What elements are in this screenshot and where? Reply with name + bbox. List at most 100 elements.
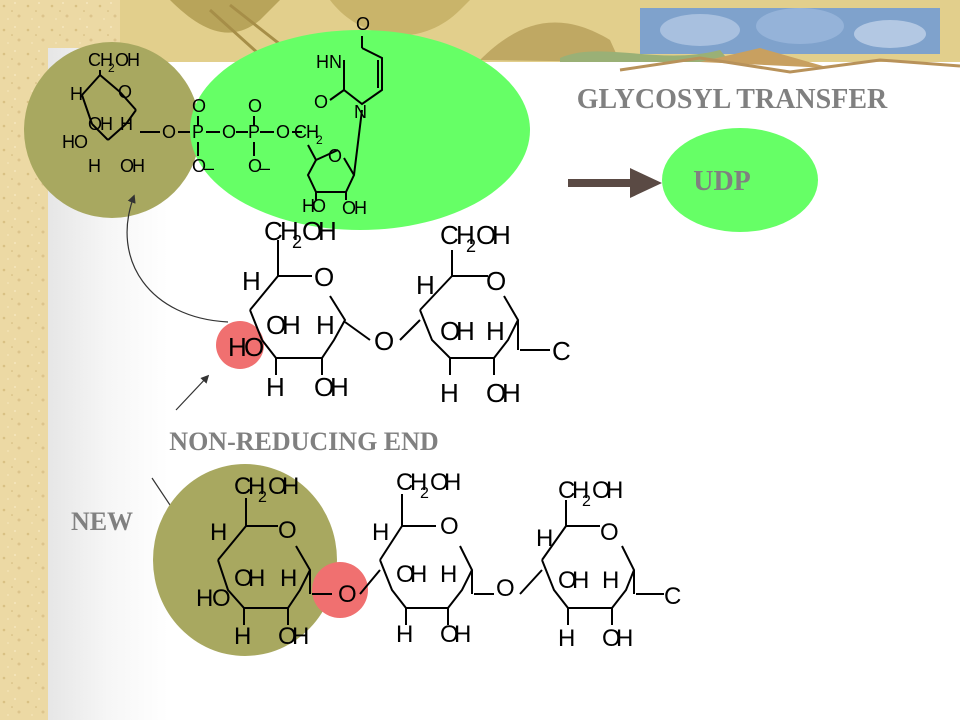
p1-oxo: O	[192, 96, 206, 116]
unit2-h-top: H	[416, 270, 435, 300]
nonreducing-hydroxyl-highlight	[216, 321, 264, 369]
chain-after-labels: C H 2 O H H O O H H H O O H O H C H 2 O …	[196, 469, 681, 652]
unitB-ch2oh-c: C	[396, 469, 413, 496]
unit1-h-right: H	[316, 310, 335, 340]
unitC-oh-h: H	[572, 567, 589, 594]
unitA-ch2oh-c: C	[234, 473, 251, 500]
unit1-ch2oh-c: C	[264, 216, 283, 246]
unit1-ch2oh-h: H	[280, 216, 299, 246]
unit1-oh-bottom-o: O	[314, 372, 334, 402]
h-right: H	[120, 114, 133, 134]
unit1-oh-bottom-h: H	[330, 372, 349, 402]
unitA-ch2oh-o: O	[268, 473, 287, 500]
new-glycosidic-o-highlight	[312, 562, 368, 618]
ribose-o: O	[328, 146, 342, 166]
unitA-oh-bottom-h: H	[292, 623, 309, 650]
unit2-ch2oh-h2: H	[492, 220, 511, 250]
udp-product-blob	[662, 128, 818, 232]
nonreducing-ho-o: O	[244, 332, 264, 362]
unitB-h-right: H	[440, 561, 457, 588]
unitC-h-right: H	[602, 567, 619, 594]
unitB-ch2oh-h2: H	[444, 469, 461, 496]
p2-o-minus-o: O	[248, 156, 262, 176]
unitA-oh-o: O	[234, 565, 253, 592]
h-bottom: H	[88, 156, 101, 176]
unit2-h-right: H	[486, 316, 505, 346]
o-link1: O	[162, 122, 176, 142]
unit2-h-bottom: H	[440, 378, 459, 408]
second-glycosidic-o: O	[496, 575, 515, 602]
unitA-ch2oh-h2: H	[282, 473, 299, 500]
unitC-oh-bottom-o: O	[602, 625, 621, 652]
slide-title: GLYCOSYL TRANSFER	[577, 84, 888, 115]
new-glucose-unit-highlight	[153, 464, 337, 656]
nonreducing-end-label: NON-REDUCING END	[169, 427, 438, 456]
udp-glucose-labels: C H 2 O H H O O H H H O H O H O P O O – …	[62, 14, 370, 218]
chain-after-end-c: C	[664, 583, 681, 610]
unit1-h-bottom: H	[266, 372, 285, 402]
unitC-ch2oh-2: 2	[582, 493, 591, 510]
phosphorus-1: P	[192, 122, 204, 142]
ribose-oh-o: O	[342, 198, 356, 218]
unitA-oh-h: H	[248, 565, 265, 592]
ho-o: O	[74, 132, 88, 152]
unit1-oh-h: H	[282, 310, 301, 340]
udp-label: UDP	[693, 166, 751, 197]
unitB-oh-bottom-h: H	[454, 621, 471, 648]
unit2-ch2oh-o: O	[476, 220, 496, 250]
ribose-ho-o: O	[312, 196, 326, 216]
unitC-h-bottom: H	[558, 625, 575, 652]
unitB-oh-o: O	[396, 561, 415, 588]
unitB-h-bottom: H	[396, 621, 413, 648]
unitA-ch2oh-2: 2	[258, 489, 267, 506]
uracil-o-top: O	[356, 14, 370, 34]
unitA-ring-o: O	[278, 517, 297, 544]
p2-oxo: O	[248, 96, 262, 116]
unit2-ch2oh-2: 2	[466, 236, 476, 256]
uracil-n: N	[354, 102, 367, 122]
phosphorus-2: P	[248, 122, 260, 142]
nonreducing-pointer-arrow	[175, 374, 210, 411]
unit2-ring-o: O	[486, 266, 506, 296]
unitC-ch2oh-h2: H	[606, 477, 623, 504]
unit1-ch2oh-h2: H	[318, 216, 337, 246]
unitA-h-bottom: H	[234, 623, 251, 650]
chain-after-structure	[217, 494, 664, 625]
subscript-2: 2	[108, 61, 115, 75]
unitC-oh-bottom-h: H	[616, 625, 633, 652]
nonreducing-ho-h: H	[228, 332, 247, 362]
unitB-ch2oh-h: H	[410, 469, 427, 496]
unit2-oh-h: H	[456, 316, 475, 346]
new-glycosidic-o: O	[338, 581, 357, 608]
unit1-h-top: H	[242, 266, 261, 296]
unitC-oh-o: O	[558, 567, 577, 594]
unit1-oh-o: O	[266, 310, 286, 340]
ring-o: O	[118, 82, 132, 102]
uracil-hn: HN	[316, 52, 342, 72]
p1-o-minus-o: O	[192, 156, 206, 176]
ch2-h: H	[306, 122, 319, 142]
chain-before-structure	[249, 240, 550, 375]
oh-bottom-o: O	[120, 156, 134, 176]
unitA-oh-bottom-o: O	[278, 623, 297, 650]
glycosidic-o: O	[374, 326, 394, 356]
unitB-oh-h: H	[410, 561, 427, 588]
udp-glucose-structure	[81, 36, 383, 200]
o-link2: O	[222, 122, 236, 142]
unit1-ch2oh-2: 2	[292, 232, 302, 252]
transfer-curve-arrow	[126, 194, 229, 323]
p1-o-minus-sign: –	[204, 158, 214, 178]
unitC-ch2oh-c: C	[558, 477, 575, 504]
unitC-ch2oh-o: O	[592, 477, 611, 504]
unitC-ch2oh-h: H	[572, 477, 589, 504]
oh-left-o: O	[88, 114, 102, 134]
unit1-ring-o: O	[314, 262, 334, 292]
unitB-h-top: H	[372, 519, 389, 546]
atom-h: H	[127, 50, 140, 70]
unitB-ch2oh-o: O	[430, 469, 449, 496]
o-link3: O	[276, 122, 290, 142]
oh-left-h: H	[100, 114, 113, 134]
unitC-ring-o: O	[600, 519, 619, 546]
oh-bottom-h: H	[132, 156, 145, 176]
